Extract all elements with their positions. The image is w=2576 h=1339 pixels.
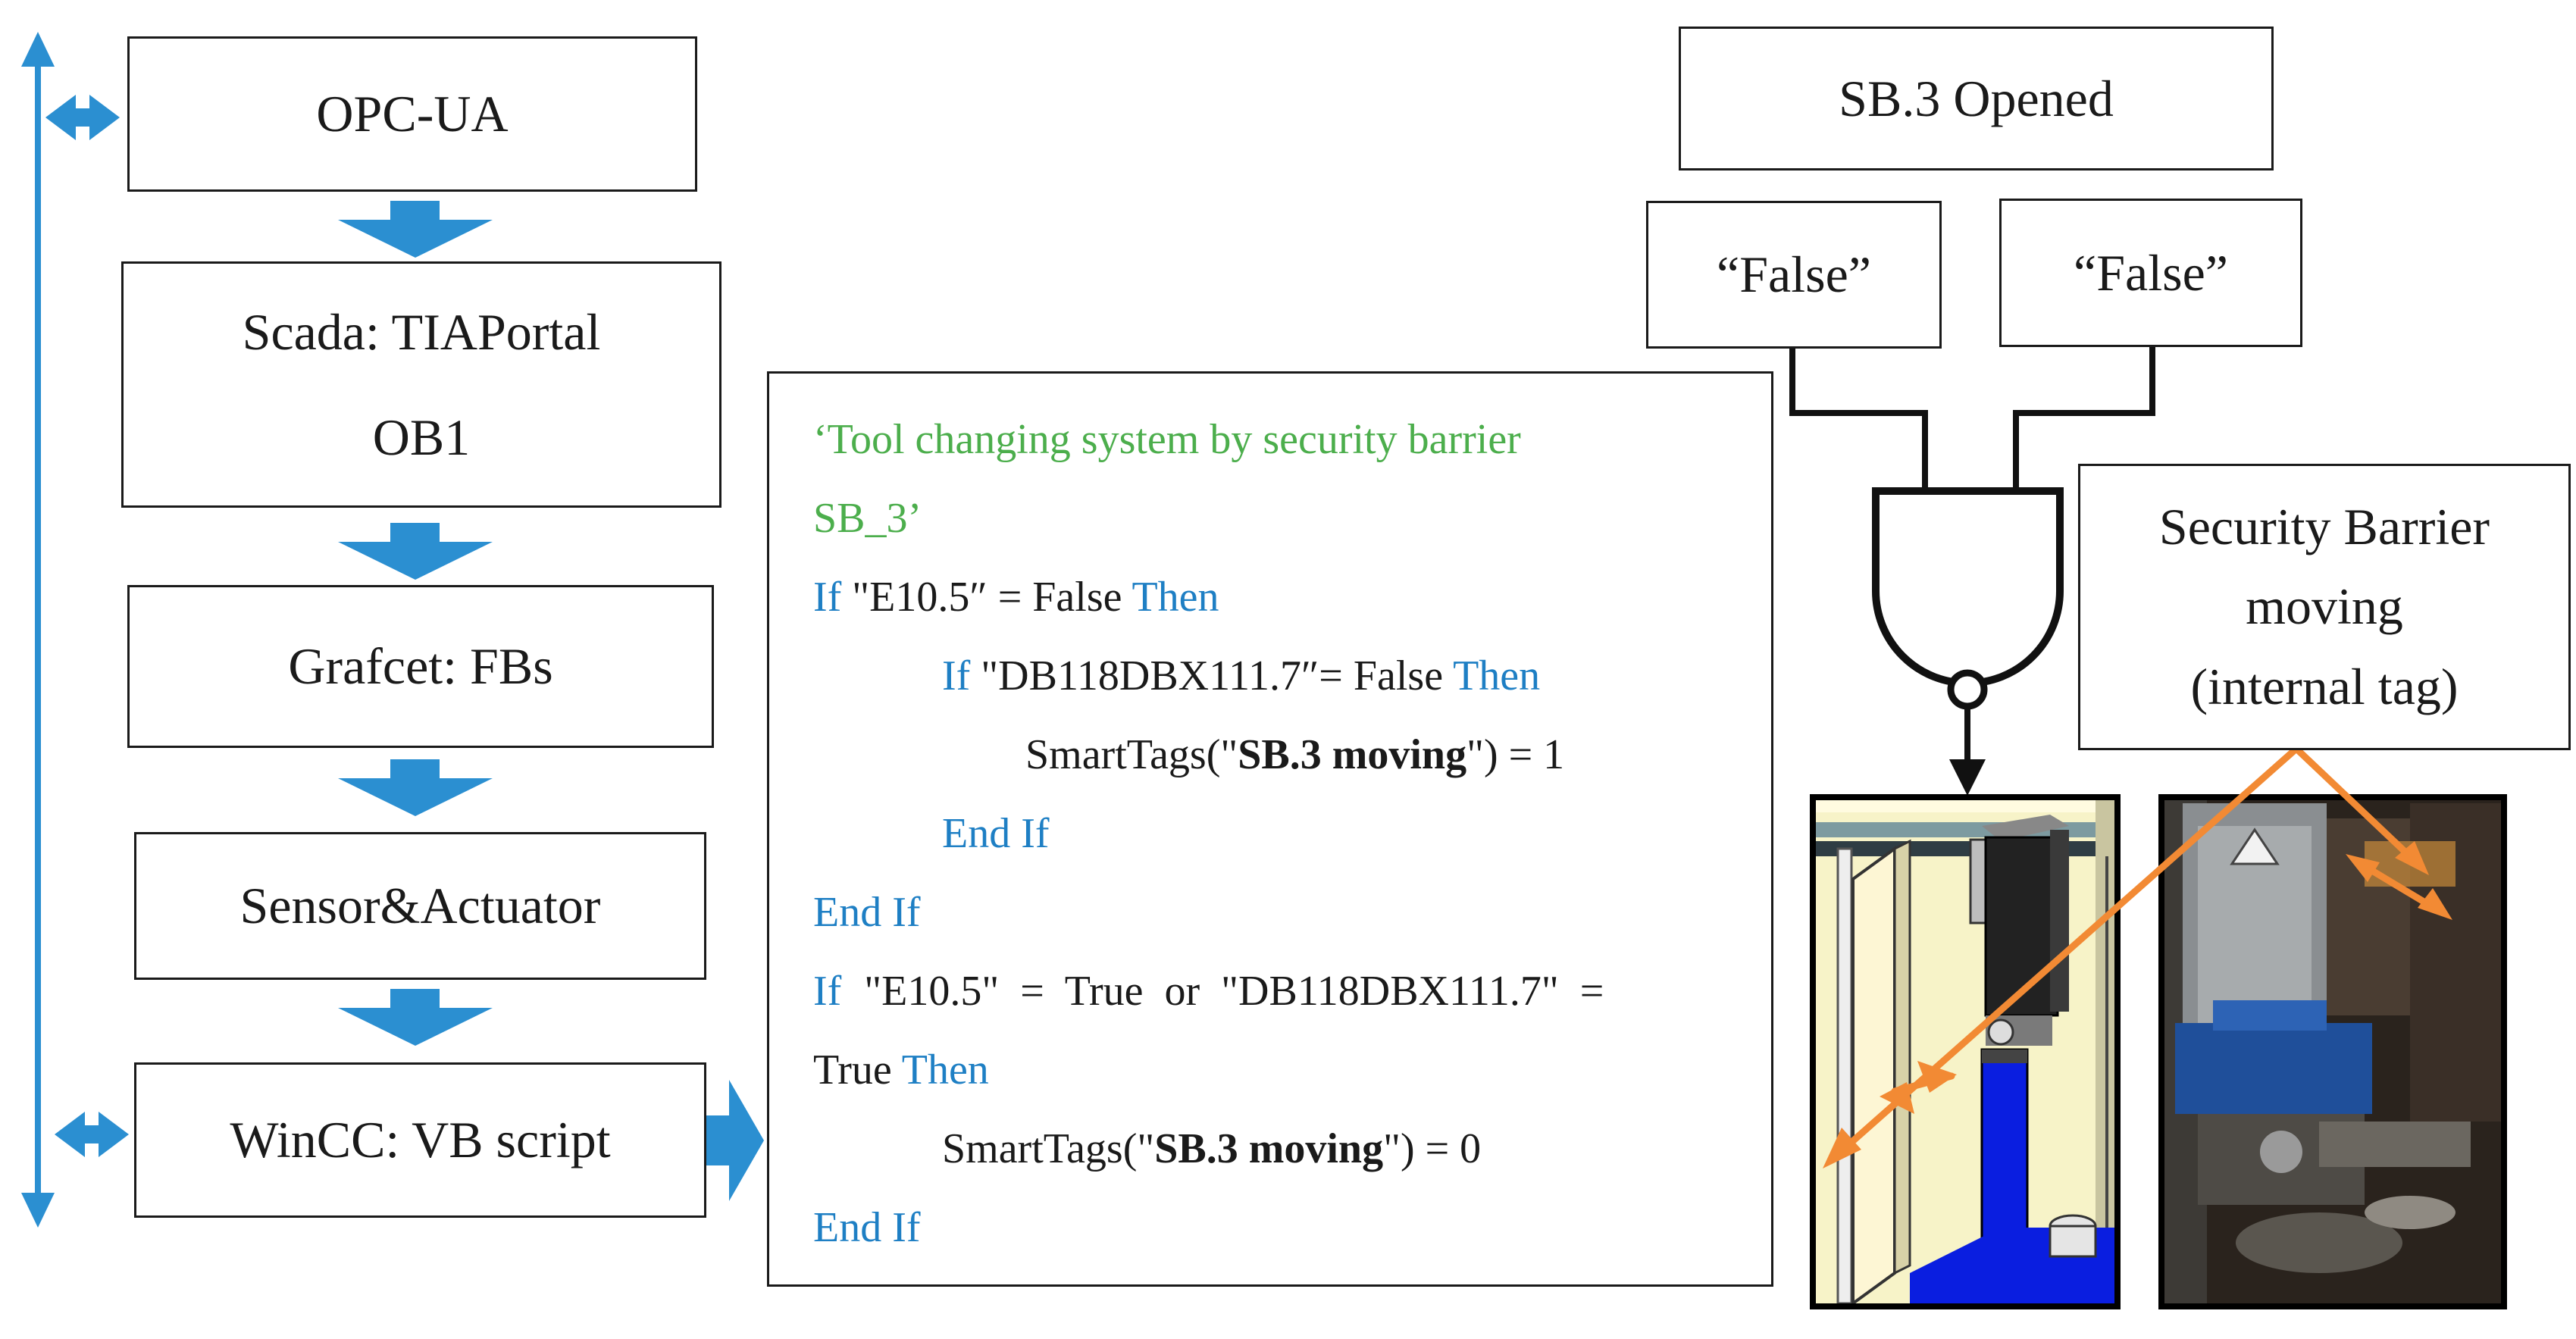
double-arrow-icon [55,1112,129,1157]
code-comment-line2: SB_3’ [813,495,922,542]
code-line-11: End If [813,1204,921,1251]
code-condition: True [813,1046,902,1093]
keyword-then: Then [1131,574,1219,621]
code-line-4: If "DB118DBX111.7″= False Then [942,637,1540,715]
input-left-box: “False” [1646,201,1942,349]
code-line-10: SmartTags("SB.3 moving") = 0 [942,1109,1481,1188]
code-line-3: If "E10.5″ = False Then [813,558,1219,637]
code-call: SmartTags(" [1025,731,1238,778]
code-line-5: SmartTags("SB.3 moving") = 1 [1025,715,1564,794]
wincc-label: WinCC: VB script [230,1111,611,1169]
code-call: SmartTags(" [942,1125,1155,1172]
scada-box: Scada: TIAPortal OB1 [121,261,721,508]
opcua-box: OPC-UA [127,36,697,192]
code-assign: ") = 0 [1383,1125,1482,1172]
sensor-actuator-label: Sensor&Actuator [239,877,601,935]
tag-label-line3: (internal tag) [2190,657,2459,715]
opcua-label: OPC-UA [316,85,509,143]
down-arrow-icon [338,201,493,258]
input-right-label: “False” [2074,243,2228,302]
wincc-box: WinCC: VB script [134,1062,706,1218]
nand-gate-icon [1872,487,2064,796]
code-condition: "E10.5" = True or "DB118DBX111.7" = [864,968,1604,1015]
code-assign: ") = 1 [1466,731,1565,778]
keyword-if: If [942,652,971,699]
vb-script-box: ‘Tool changing system by security barrie… [767,371,1773,1287]
scada-label: Scada: TIAPortal [242,302,601,361]
cad-render-image [1810,794,2121,1309]
communication-bus [21,32,55,1228]
code-condition: "DB118DBX111.7″= False [970,652,1454,699]
grafcet-label: Grafcet: FBs [288,637,553,696]
output-box: SB.3 Opened [1679,27,2274,171]
input-right-box: “False” [1999,199,2302,347]
machine-photo-image [2158,794,2507,1309]
code-line-7: End If [813,889,921,936]
motion-arrowheads [1823,841,2452,1168]
keyword-then: Then [901,1046,989,1093]
code-tag-name: SB.3 moving [1238,731,1467,778]
grafcet-box: Grafcet: FBs [127,585,714,748]
double-arrow-icon [45,95,120,140]
output-label: SB.3 Opened [1839,69,2114,127]
down-arrow-icon [338,989,493,1046]
tag-label-line1: Security Barrier [2158,497,2490,555]
input-wires [1789,347,2155,489]
code-comment-line1: ‘Tool changing system by security barrie… [813,416,1521,463]
code-line-6: End If [942,810,1050,857]
down-arrow-icon [338,759,493,816]
keyword-if: If [813,968,842,1015]
keyword-if: If [813,574,842,621]
internal-tag-box: Security Barrier moving (internal tag) [2078,464,2571,750]
right-arrow-icon [706,1080,764,1201]
input-left-label: “False” [1717,246,1871,304]
down-arrow-icon [338,523,493,580]
sensor-actuator-box: Sensor&Actuator [134,832,706,980]
ob1-label: OB1 [372,408,471,467]
code-tag-name: SB.3 moving [1154,1125,1384,1172]
tag-label-line2: moving [2246,577,2403,636]
code-line-8: If "E10.5" = True or "DB118DBX111.7" = [813,952,1604,1031]
code-condition: "E10.5″ = False [841,574,1132,621]
code-line-9: True Then [813,1031,989,1109]
keyword-then: Then [1453,652,1541,699]
